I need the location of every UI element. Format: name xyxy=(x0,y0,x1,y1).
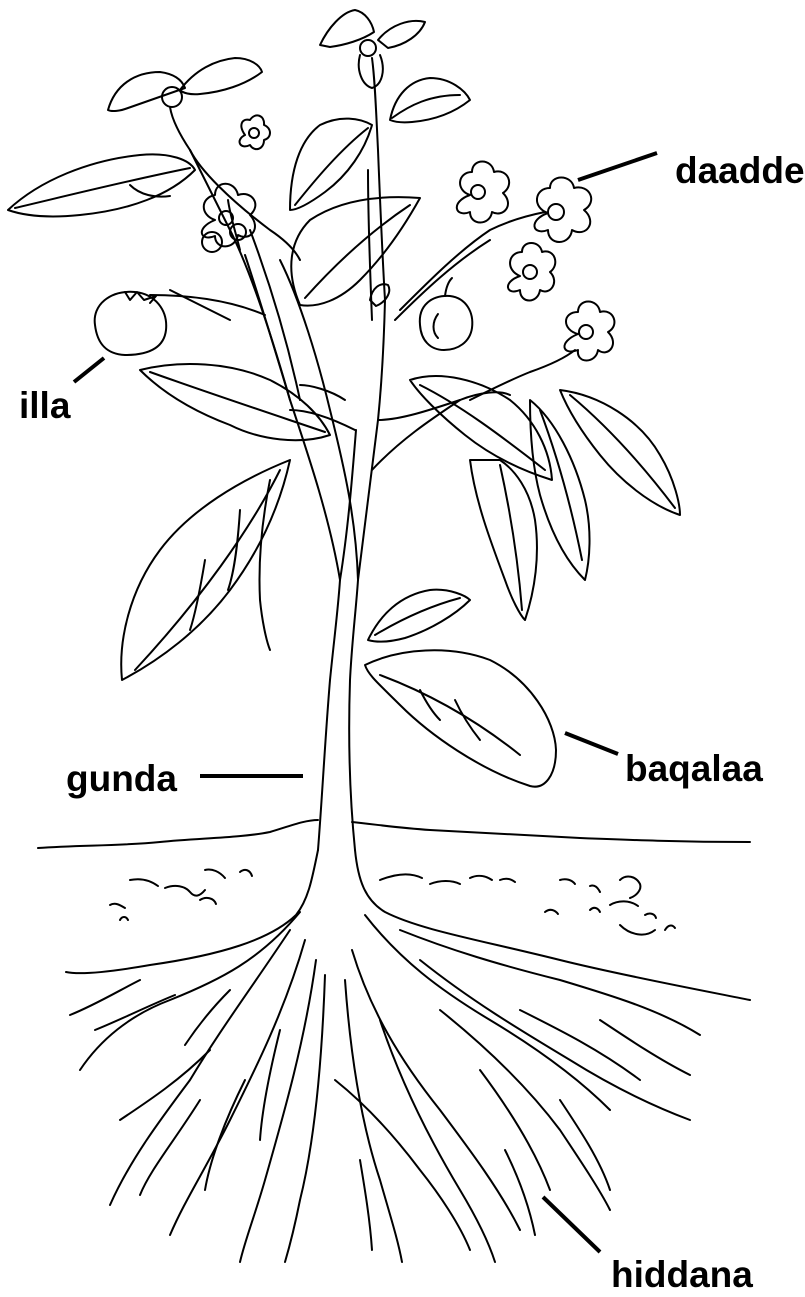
leader-lines xyxy=(74,153,657,1252)
label-flower: daadde xyxy=(675,150,805,191)
label-fruit: illa xyxy=(19,385,71,426)
root-system xyxy=(66,850,750,1262)
stem xyxy=(170,58,575,850)
soil-surface xyxy=(38,820,750,935)
label-stem: gunda xyxy=(66,758,177,799)
label-root: hiddana xyxy=(611,1254,753,1295)
leader-flower xyxy=(578,153,657,180)
leader-fruit xyxy=(74,358,104,382)
leader-leaf xyxy=(565,733,618,754)
leader-root xyxy=(543,1197,600,1252)
label-leaf: baqalaa xyxy=(625,748,763,789)
fruits xyxy=(95,278,473,355)
